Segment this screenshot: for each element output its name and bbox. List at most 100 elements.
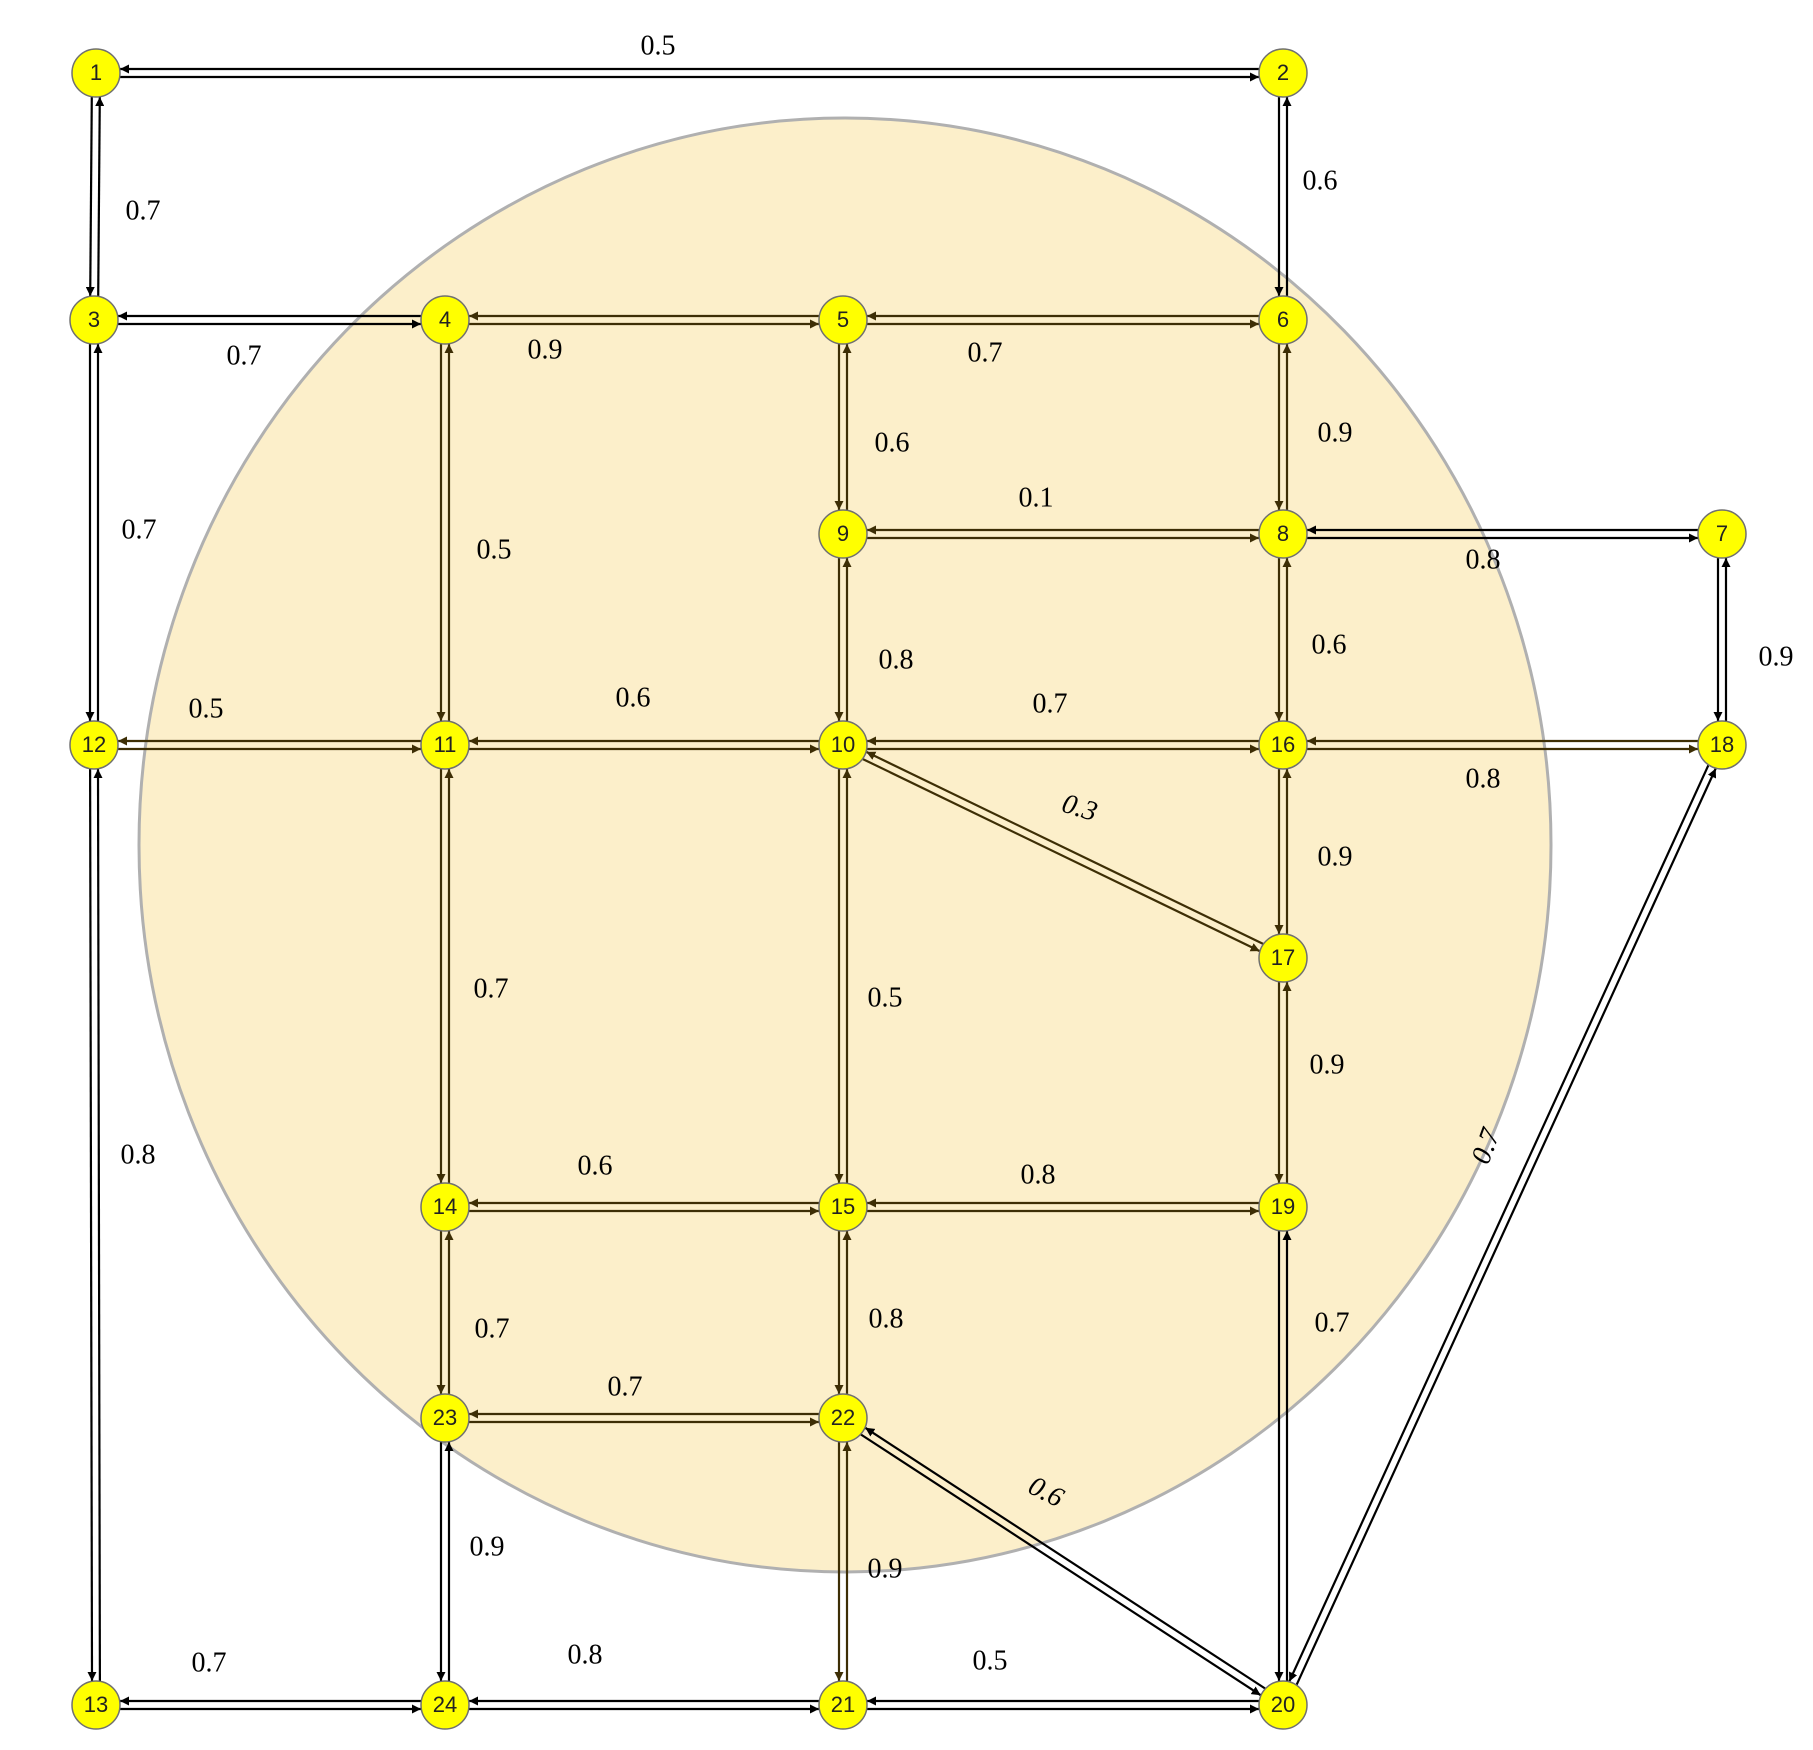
node-7: 7 (1697, 509, 1747, 559)
node-11: 11 (420, 720, 470, 770)
edge-20-18 (1295, 768, 1717, 1686)
edge-1-3 (85, 96, 95, 297)
node-circle (1258, 1680, 1308, 1730)
node-19: 19 (1258, 1182, 1308, 1232)
edge-label-4-5: 0.9 (528, 334, 563, 365)
node-label: 1 (90, 60, 102, 85)
node-9: 9 (818, 509, 868, 559)
node-17: 17 (1258, 933, 1308, 983)
node-8: 8 (1258, 509, 1308, 559)
edge-label-16-17: 0.9 (1318, 841, 1353, 872)
node-16: 16 (1258, 720, 1308, 770)
edge-label-13-24: 0.7 (192, 1647, 227, 1678)
node-circle (818, 509, 868, 559)
edge-label-21-20: 0.5 (973, 1645, 1008, 1676)
node-circle (420, 1182, 470, 1232)
node-2: 2 (1258, 48, 1308, 98)
edge-label-3-4: 0.7 (227, 340, 262, 371)
edge-12-13 (87, 768, 97, 1682)
node-24: 24 (420, 1680, 470, 1730)
edge-label-15-22: 0.8 (869, 1303, 904, 1334)
edge-label-8-16: 0.6 (1312, 629, 1347, 660)
edge-label-1-3: 0.7 (126, 195, 161, 226)
edge-label-3-12: 0.7 (122, 514, 157, 545)
edge-label-11-10: 0.6 (616, 682, 651, 713)
node-12: 12 (69, 720, 119, 770)
edge-label-12-11: 0.5 (189, 693, 224, 724)
node-6: 6 (1258, 295, 1308, 345)
node-label: 5 (837, 307, 849, 332)
node-23: 23 (420, 1393, 470, 1443)
highlight-region (137, 116, 1553, 1574)
edge-label-10-15: 0.5 (868, 982, 903, 1013)
node-1: 1 (71, 48, 121, 98)
node-10: 10 (818, 720, 868, 770)
node-label: 9 (837, 521, 849, 546)
node-circle (1258, 720, 1308, 770)
edge-label-22-21: 0.9 (868, 1553, 903, 1584)
node-label: 24 (433, 1692, 457, 1717)
node-circle (1258, 1182, 1308, 1232)
node-label: 10 (831, 732, 855, 757)
node-3: 3 (69, 295, 119, 345)
edge-label-14-15: 0.6 (578, 1150, 613, 1181)
node-label: 19 (1271, 1194, 1295, 1219)
node-label: 3 (88, 307, 100, 332)
node-21: 21 (818, 1680, 868, 1730)
node-label: 21 (831, 1692, 855, 1717)
edge-label-5-6: 0.7 (968, 337, 1003, 368)
node-circle (71, 48, 121, 98)
edge-label-24-21: 0.8 (568, 1639, 603, 1670)
edge-3-1 (95, 96, 105, 297)
node-22: 22 (818, 1393, 868, 1443)
edges-group (85, 64, 1731, 1714)
edge-label-8-7: 0.8 (1466, 544, 1501, 575)
edge-label-1-2: 0.5 (641, 30, 676, 61)
node-circle (420, 1680, 470, 1730)
edge-label-12-13: 0.8 (121, 1139, 156, 1170)
node-label: 20 (1271, 1692, 1295, 1717)
edge-label-19-20: 0.7 (1315, 1307, 1350, 1338)
edge-13-12 (93, 768, 103, 1682)
node-label: 11 (434, 732, 457, 757)
node-circle (1258, 933, 1308, 983)
node-circle (420, 295, 470, 345)
edge-18-20 (1288, 764, 1710, 1682)
edge-label-23-24: 0.9 (470, 1531, 505, 1562)
node-label: 22 (831, 1405, 855, 1430)
edge-10-17 (862, 758, 1261, 953)
edge-label-11-14: 0.7 (474, 973, 509, 1004)
edge-label-4-11: 0.5 (477, 534, 512, 565)
edge-label-6-8: 0.9 (1318, 417, 1353, 448)
node-label: 4 (439, 307, 451, 332)
node-label: 8 (1277, 521, 1289, 546)
edge-label-2-6: 0.6 (1303, 165, 1338, 196)
node-circle (420, 1393, 470, 1443)
node-label: 12 (82, 732, 106, 757)
node-label: 18 (1710, 732, 1734, 757)
edge-label-9-10: 0.8 (879, 644, 914, 675)
node-5: 5 (818, 295, 868, 345)
node-circle (1697, 509, 1747, 559)
edge-22-20 (860, 1433, 1262, 1697)
edge-label-15-19: 0.8 (1021, 1159, 1056, 1190)
node-circle (71, 1680, 121, 1730)
node-circle (818, 1680, 868, 1730)
node-circle (1258, 48, 1308, 98)
node-label: 7 (1716, 521, 1728, 546)
node-20: 20 (1258, 1680, 1308, 1730)
node-circle (818, 295, 868, 345)
edge-label-5-9: 0.6 (875, 427, 910, 458)
node-circle (818, 720, 868, 770)
edge-20-22 (864, 1426, 1266, 1690)
node-circle (818, 1182, 868, 1232)
node-label: 2 (1277, 60, 1289, 85)
node-circle (1258, 295, 1308, 345)
node-circle (69, 295, 119, 345)
node-label: 17 (1271, 945, 1295, 970)
node-13: 13 (71, 1680, 121, 1730)
node-circle (1697, 720, 1747, 770)
edge-label-17-19: 0.9 (1310, 1049, 1345, 1080)
